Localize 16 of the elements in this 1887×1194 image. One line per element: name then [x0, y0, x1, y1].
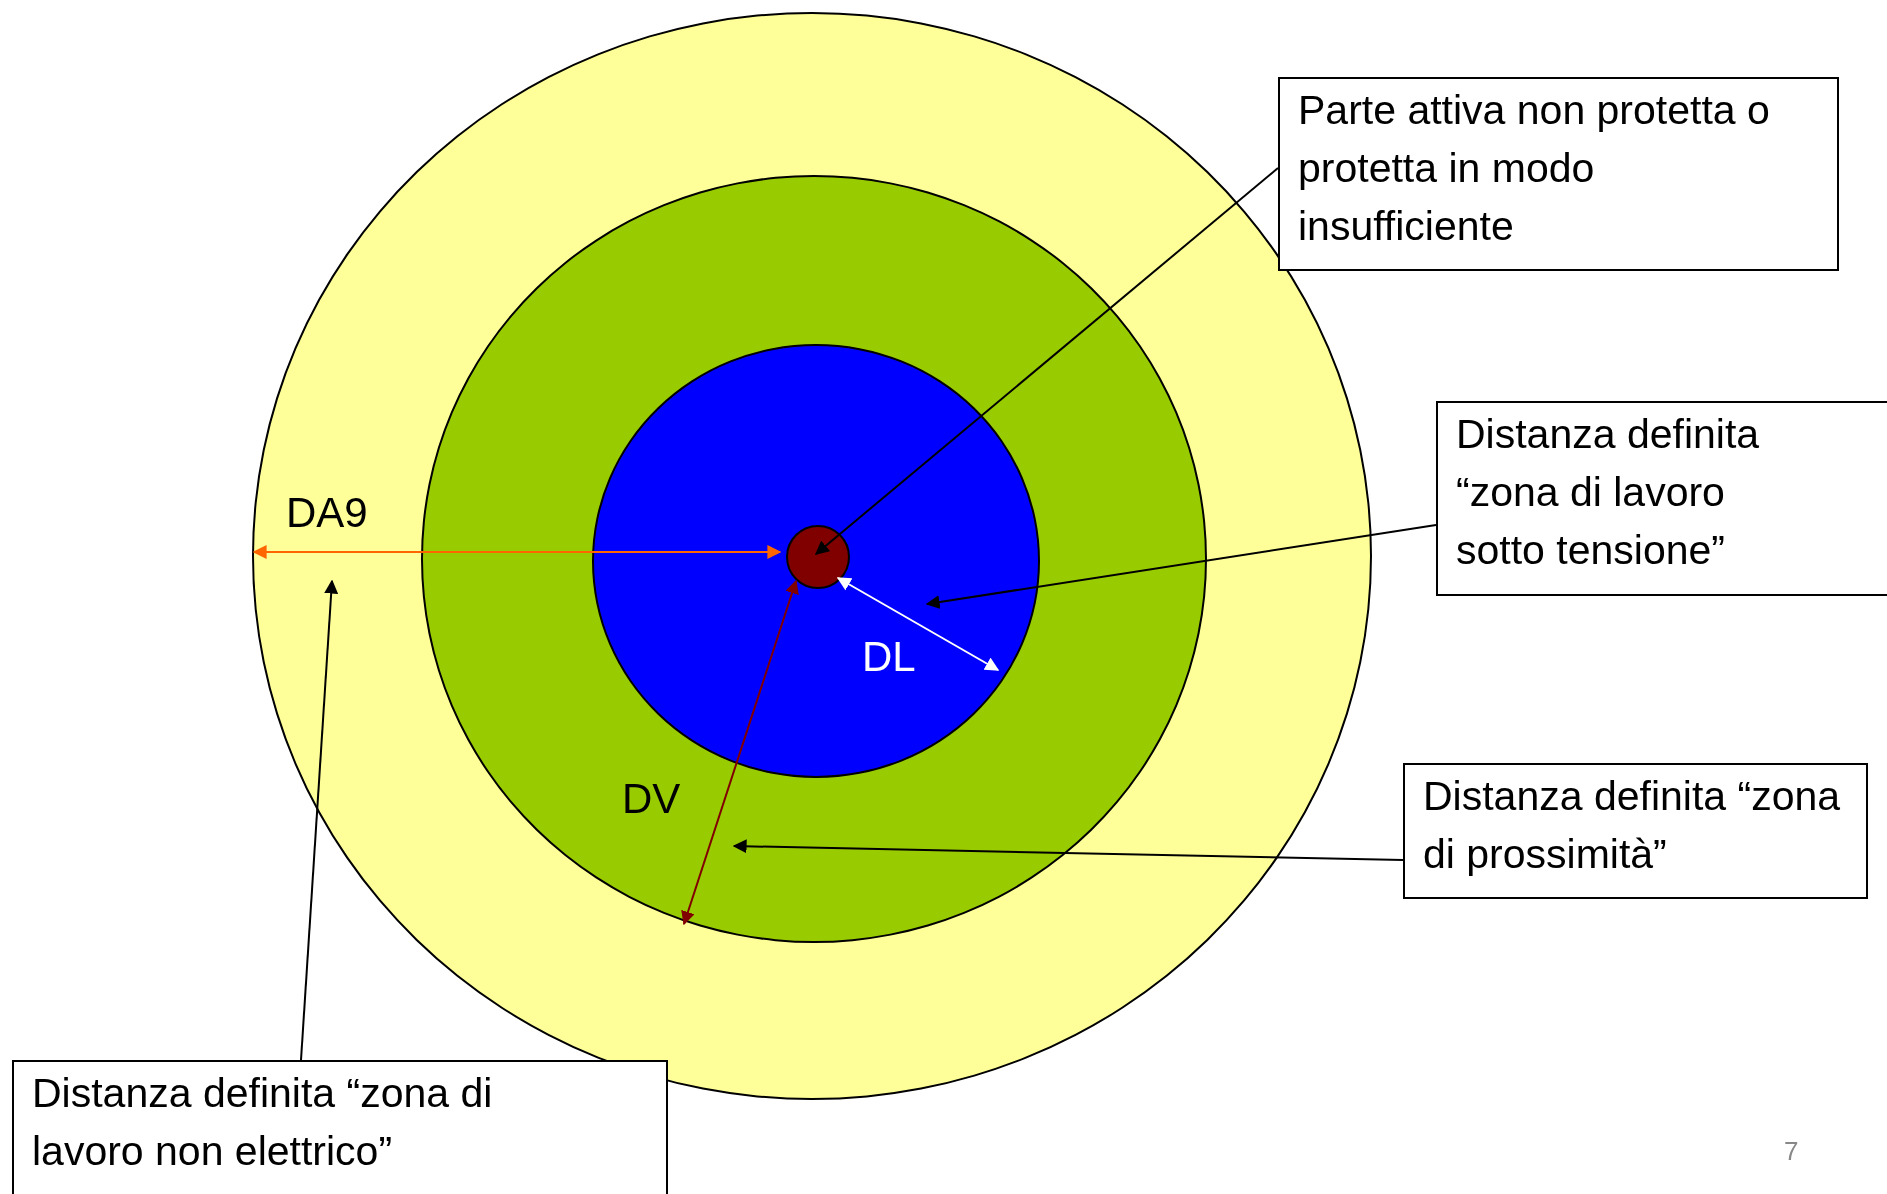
edge-label: DL — [862, 636, 916, 678]
edge-label: DV — [622, 778, 681, 820]
leader-line — [300, 579, 339, 1061]
edge-label: DA9 — [286, 492, 368, 534]
leader-line — [814, 167, 1279, 555]
page-number: 7 — [1784, 1135, 1799, 1168]
double-arrow — [681, 579, 799, 926]
text-box: Distanza definita “zona di lavoro non elettrico” — [12, 1060, 668, 1194]
leader-line — [732, 839, 1404, 861]
text-box: Parte attiva non protetta o protetta in modo insufficiente — [1278, 77, 1839, 271]
leader-line — [925, 524, 1437, 609]
live-part-circle — [786, 525, 850, 589]
text-box: Distanza definita “zona di lavoro sotto tensione” — [1436, 401, 1887, 596]
text-box: Distanza definita “zona di prossimità” — [1403, 763, 1868, 899]
double-arrow — [252, 545, 782, 559]
double-arrow — [836, 577, 1000, 671]
